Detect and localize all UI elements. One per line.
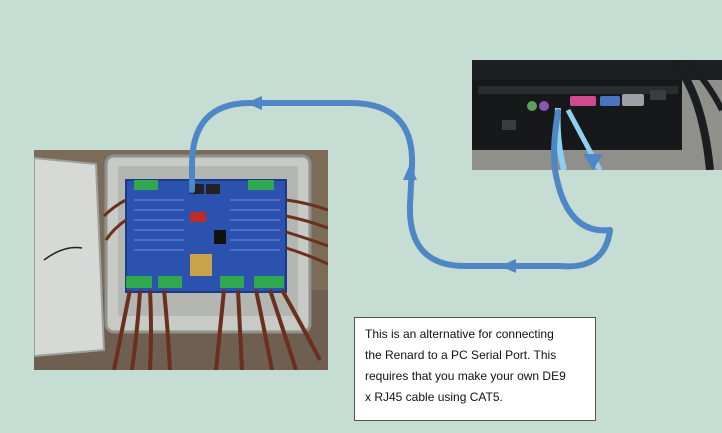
note-line-3: requires that you make your own DE9 <box>365 369 566 383</box>
arrowhead-pc-down <box>583 154 603 170</box>
note-line-4: x RJ45 cable using CAT5. <box>365 390 503 404</box>
arrowhead-up <box>403 164 417 180</box>
enclosure-illustration <box>34 150 328 370</box>
photo-pc-serial-port <box>472 60 722 170</box>
note-line-2: the Renard to a PC Serial Port. This <box>365 348 557 362</box>
arrowhead-bottom-left <box>500 259 516 273</box>
note-line-1: This is an alternative for connecting <box>365 327 554 341</box>
arrow-route <box>189 100 613 270</box>
pc-rear-illustration <box>472 60 722 170</box>
photo-renard-enclosure <box>34 150 328 370</box>
arrowhead-top-left <box>246 96 262 110</box>
description-note: This is an alternative for connecting th… <box>354 317 596 421</box>
